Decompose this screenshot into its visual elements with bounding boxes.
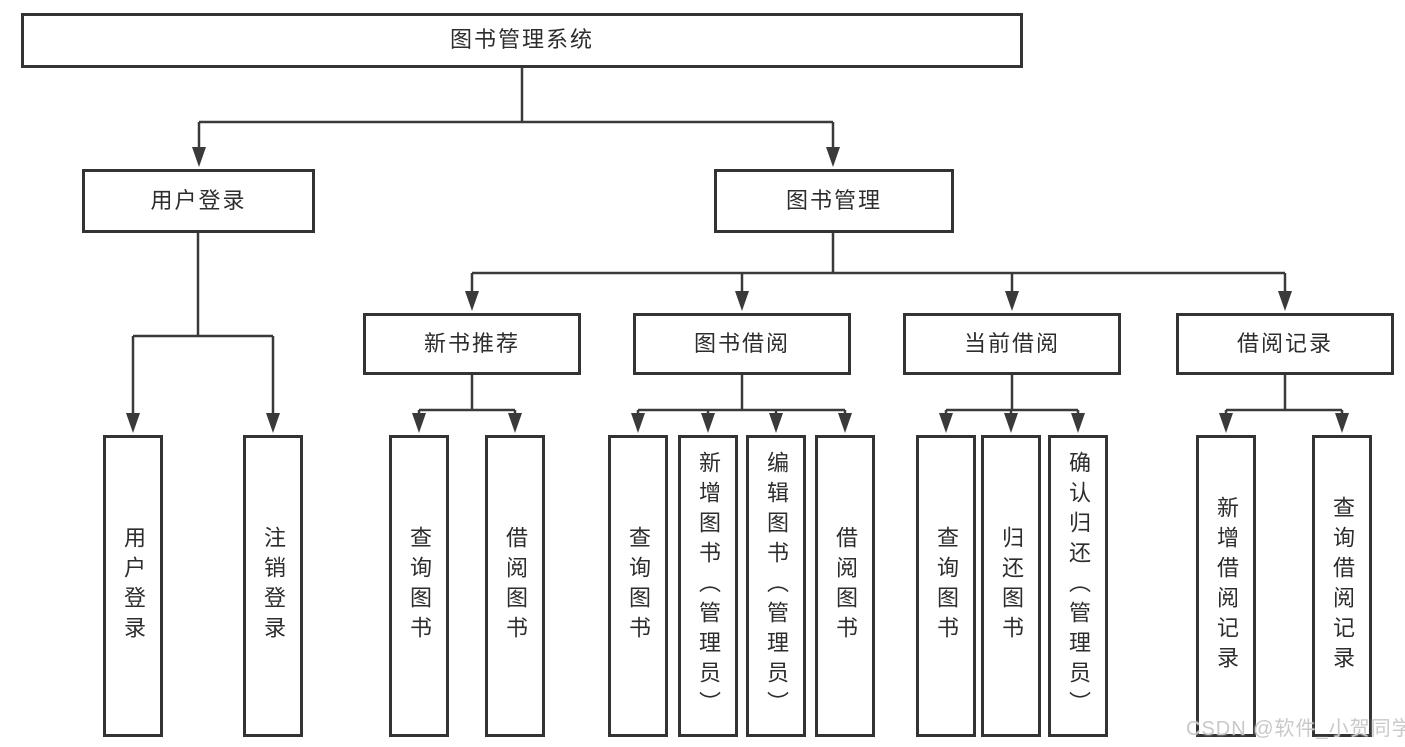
leaf-query-books-borrowing: 查询图书 [608,435,668,737]
leaf-query-books-current: 查询图书 [916,435,976,737]
leaf-confirm-return-admin: 确认归还（管理员） [1048,435,1108,737]
arrowhead-icon [192,147,206,167]
arrowhead-icon [1071,413,1085,433]
leaf-query-borrow-record: 查询借阅记录 [1312,435,1372,737]
leaf-query-books-recommend: 查询图书 [389,435,449,737]
arrowhead-icon [1004,413,1018,433]
leaf-return-books: 归还图书 [981,435,1041,737]
arrowhead-icon [1219,413,1233,433]
csdn-watermark: CSDN @软件_小贺同学 [1186,718,1405,740]
arrowhead-icon [1278,291,1292,311]
arrowhead-icon [266,413,280,433]
node-book-borrowing: 图书借阅 [633,313,851,375]
arrowhead-icon [735,291,749,311]
node-current-borrowing: 当前借阅 [903,313,1121,375]
arrowhead-icon [631,413,645,433]
arrowhead-icon [1335,413,1349,433]
leaf-logout: 注销登录 [243,435,303,737]
arrowhead-icon [826,147,840,167]
arrowhead-icon [508,413,522,433]
node-book-management: 图书管理 [714,169,954,233]
arrowhead-icon [769,413,783,433]
arrowhead-icon [939,413,953,433]
leaf-edit-book-admin: 编辑图书（管理员） [746,435,806,737]
arrowhead-icon [126,413,140,433]
arrowhead-icon [412,413,426,433]
leaf-user-login: 用户登录 [103,435,163,737]
leaf-add-book-admin: 新增图书（管理员） [678,435,738,737]
leaf-borrow-books-borrowing: 借阅图书 [815,435,875,737]
node-borrowing-records: 借阅记录 [1176,313,1394,375]
node-new-book-recommendation: 新书推荐 [363,313,581,375]
arrowhead-icon [701,413,715,433]
leaf-borrow-books-recommend: 借阅图书 [485,435,545,737]
node-user-login: 用户登录 [82,169,315,233]
arrowhead-icon [838,413,852,433]
arrowhead-icon [1005,291,1019,311]
node-library-system: 图书管理系统 [21,13,1023,68]
arrowhead-icon [465,291,479,311]
leaf-add-borrow-record: 新增借阅记录 [1196,435,1256,737]
